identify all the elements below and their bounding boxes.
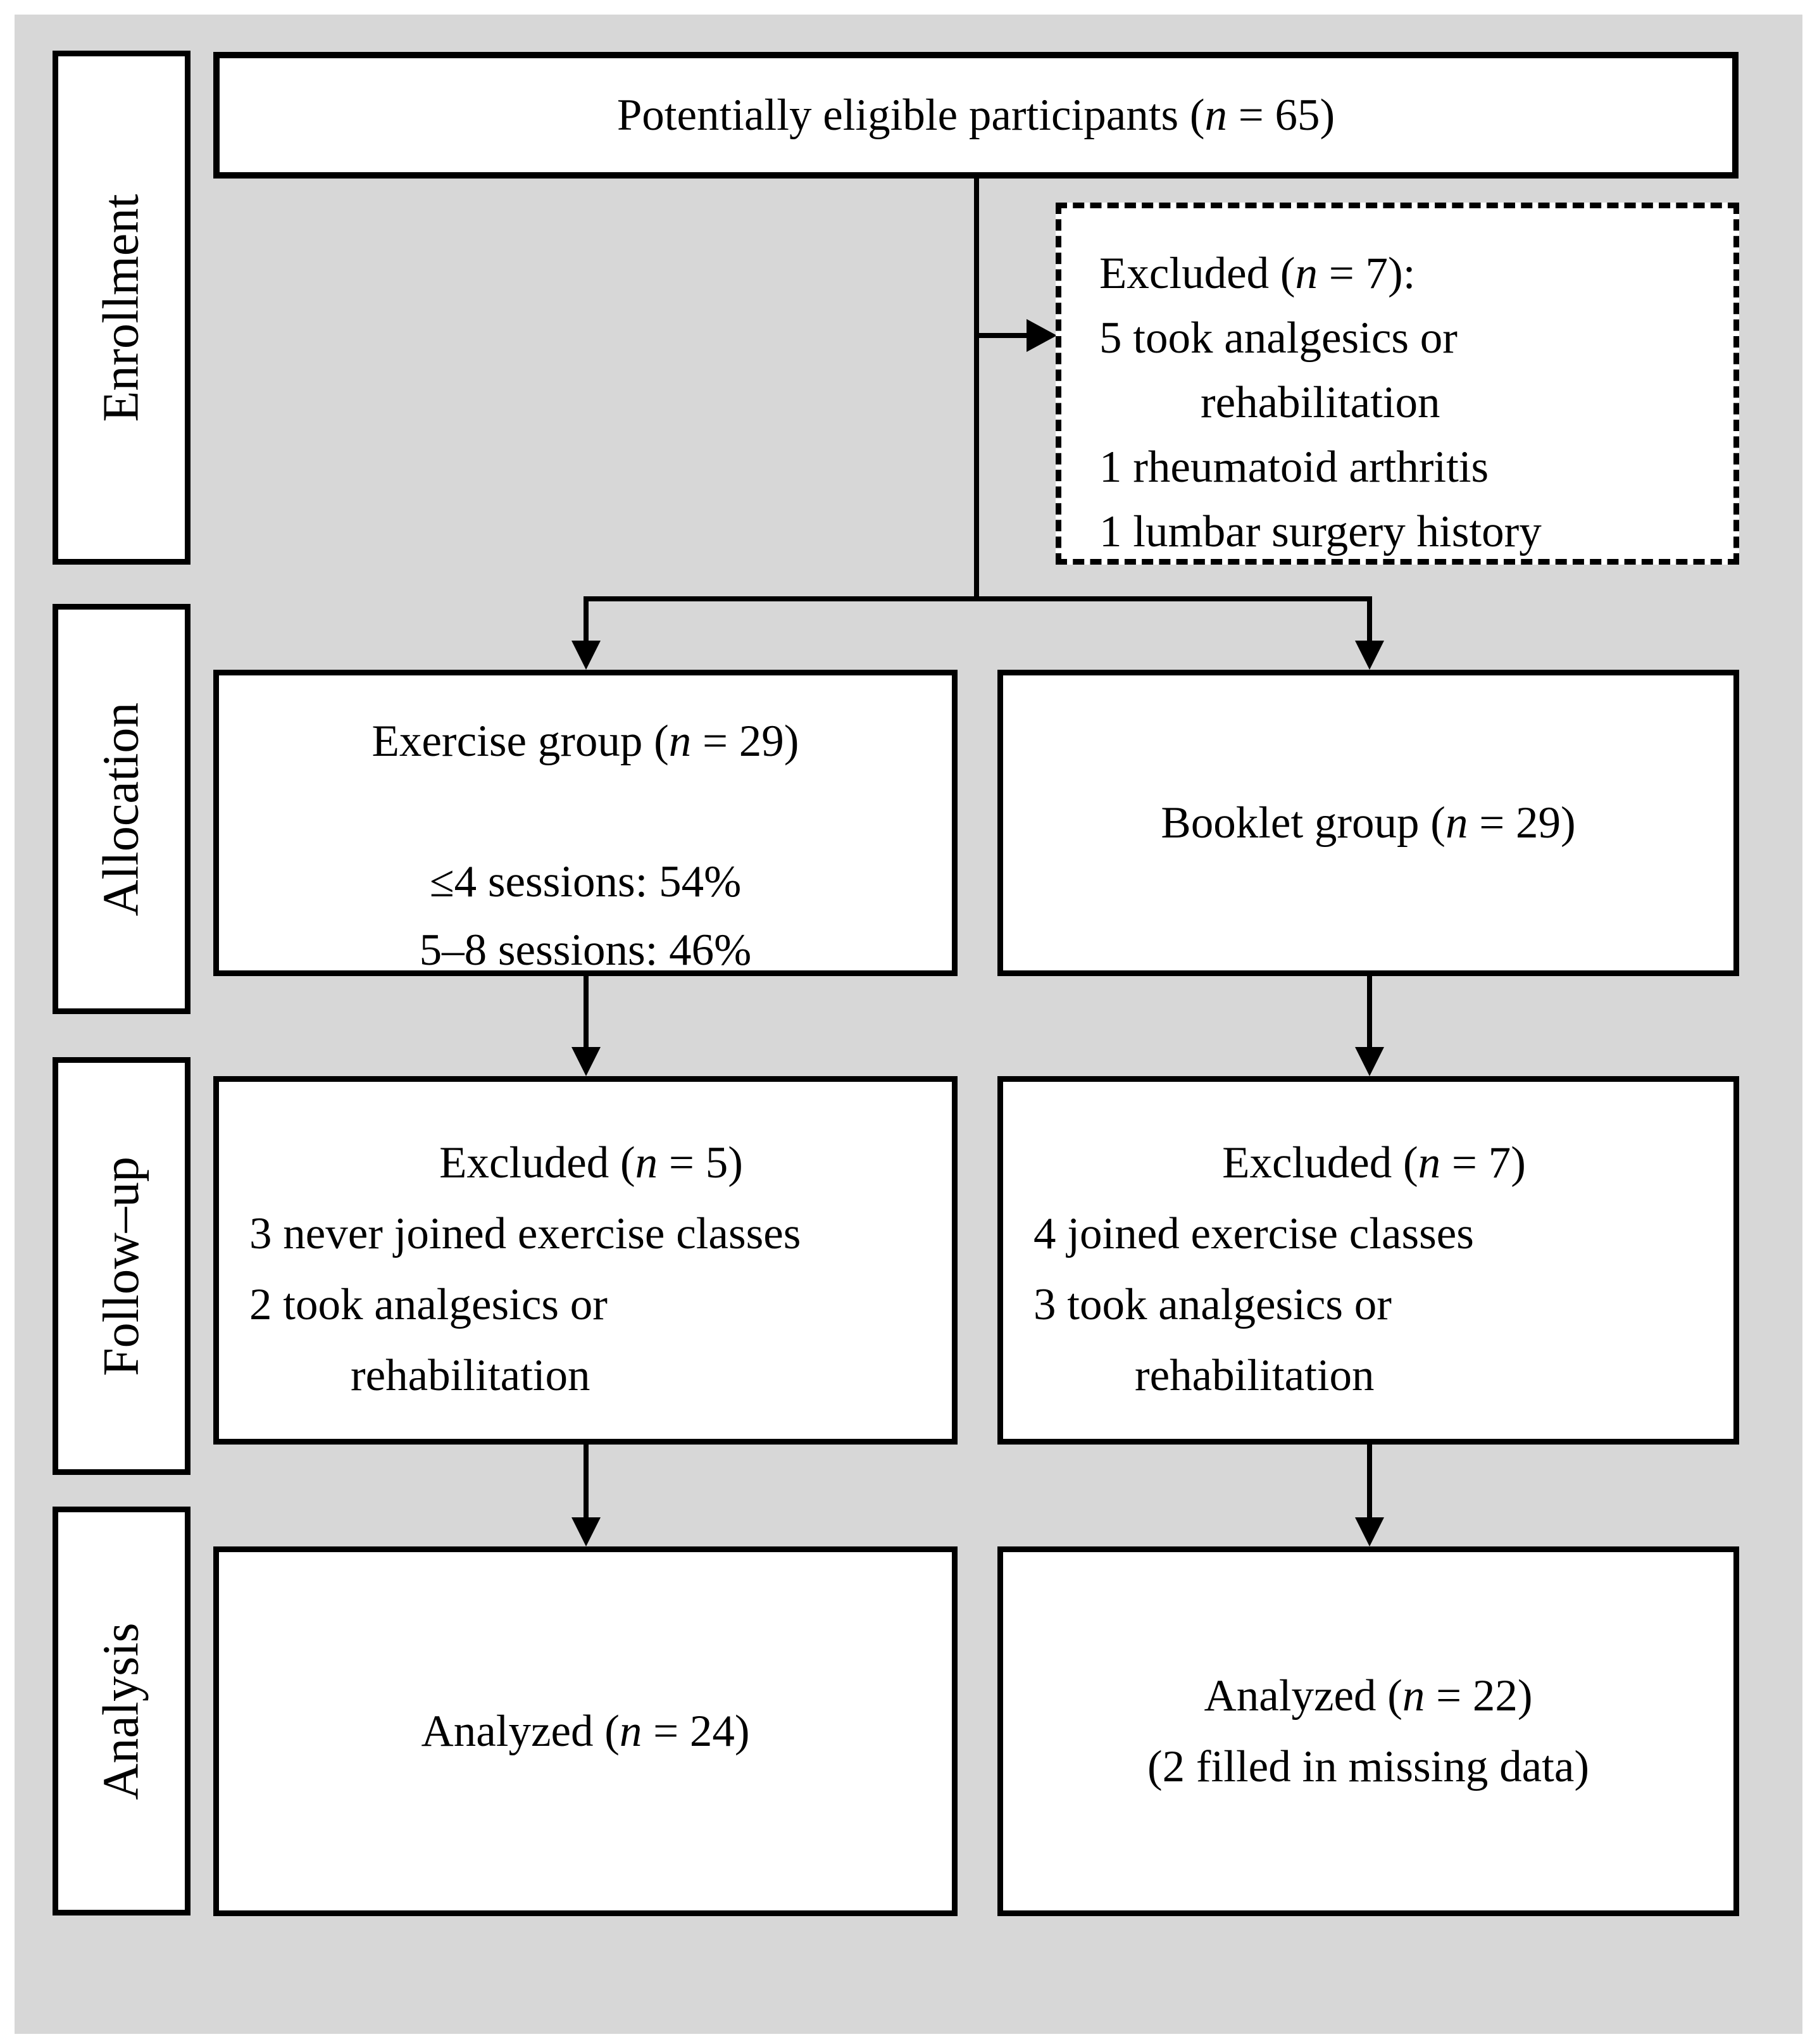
box-excluded-enrollment: Excluded (n = 7): 5 took analgesics or r… <box>1056 203 1739 565</box>
excluded-reason: 3 never joined exercise classes <box>249 1209 801 1258</box>
excluded-reason-continued: rehabilitation <box>351 1351 590 1400</box>
excluded-reason-continued: rehabilitation <box>1135 1351 1375 1400</box>
stage-label-text: Enrollment <box>93 194 149 422</box>
excluded-reason: 4 joined exercise classes <box>1033 1209 1474 1258</box>
box-text-block: Excluded (n = 7) 4 joined exercise class… <box>1003 1082 1733 1411</box>
arrow-down-icon <box>571 1517 601 1546</box>
box-text-block: Excluded (n = 7): 5 took analgesics or r… <box>1061 208 1733 564</box>
box-text-block: Exercise group (n = 29) ≤4 sessions: 54%… <box>219 675 952 984</box>
analyzed-title: Analyzed (n = 24) <box>421 1707 750 1756</box>
connector-top-vertical <box>974 176 979 601</box>
box-excluded-exercise: Excluded (n = 5) 3 never joined exercise… <box>213 1076 958 1445</box>
box-text: Potentially eligible participants (n = 6… <box>616 91 1335 140</box>
session-detail: ≤4 sessions: 54% <box>429 857 742 906</box>
stage-label-text: Allocation <box>93 702 149 916</box>
arrow-right-icon <box>1027 319 1057 352</box>
session-detail: 5–8 sessions: 46% <box>419 925 752 975</box>
excluded-reason: 2 took analgesics or <box>249 1280 608 1329</box>
arrow-down-icon <box>1355 1517 1384 1546</box>
stage-label-follow-up: Follow–up <box>53 1057 190 1475</box>
group-title: Exercise group (n = 29) <box>372 717 799 766</box>
session-details: ≤4 sessions: 54% 5–8 sessions: 46% <box>232 848 939 984</box>
arrow-down-icon <box>1355 641 1384 670</box>
connector-allocation-left <box>584 596 589 643</box>
stage-label-enrollment: Enrollment <box>53 51 190 565</box>
stage-label-text: Follow–up <box>93 1156 149 1376</box>
connector-allocation-right <box>1367 596 1372 643</box>
arrow-down-icon <box>571 1047 601 1076</box>
excluded-reason: 3 took analgesics or <box>1033 1280 1392 1329</box>
connector-branch-horizontal <box>584 596 1372 601</box>
box-exercise-group: Exercise group (n = 29) ≤4 sessions: 54%… <box>213 670 958 976</box>
excluded-reason-continued: rehabilitation <box>1201 378 1440 427</box>
excluded-reason: 5 took analgesics or <box>1099 313 1458 363</box>
connector-followup-left <box>584 975 589 1050</box>
box-analyzed-exercise: Analyzed (n = 24) <box>213 1546 958 1916</box>
connector-followup-right <box>1367 975 1372 1050</box>
excluded-title: Excluded (n = 5) <box>439 1138 743 1188</box>
analyzed-subtitle: (2 filled in missing data) <box>1147 1742 1590 1791</box>
excluded-title: Excluded (n = 7): <box>1099 249 1416 298</box>
arrow-down-icon <box>571 641 601 670</box>
excluded-title: Excluded (n = 7) <box>1222 1138 1526 1188</box>
connector-analysis-right <box>1367 1443 1372 1519</box>
arrow-down-icon <box>1355 1047 1384 1076</box>
box-analyzed-booklet: Analyzed (n = 22) (2 filled in missing d… <box>997 1546 1739 1916</box>
stage-label-analysis: Analysis <box>53 1507 190 1915</box>
excluded-reason: 1 lumbar surgery history <box>1099 507 1542 556</box>
stage-label-text: Analysis <box>93 1622 149 1800</box>
connector-excluded-horizontal <box>974 333 1031 338</box>
excluded-reason: 1 rheumatoid arthritis <box>1099 442 1489 492</box>
box-potentially-eligible: Potentially eligible participants (n = 6… <box>213 52 1739 179</box>
box-text-block: Excluded (n = 5) 3 never joined exercise… <box>219 1082 952 1411</box>
box-excluded-booklet: Excluded (n = 7) 4 joined exercise class… <box>997 1076 1739 1445</box>
analyzed-title: Analyzed (n = 22) <box>1204 1671 1533 1721</box>
connector-analysis-left <box>584 1443 589 1519</box>
stage-label-allocation: Allocation <box>53 604 190 1014</box>
group-title: Booklet group (n = 29) <box>1161 798 1576 848</box>
box-booklet-group: Booklet group (n = 29) <box>997 670 1739 976</box>
